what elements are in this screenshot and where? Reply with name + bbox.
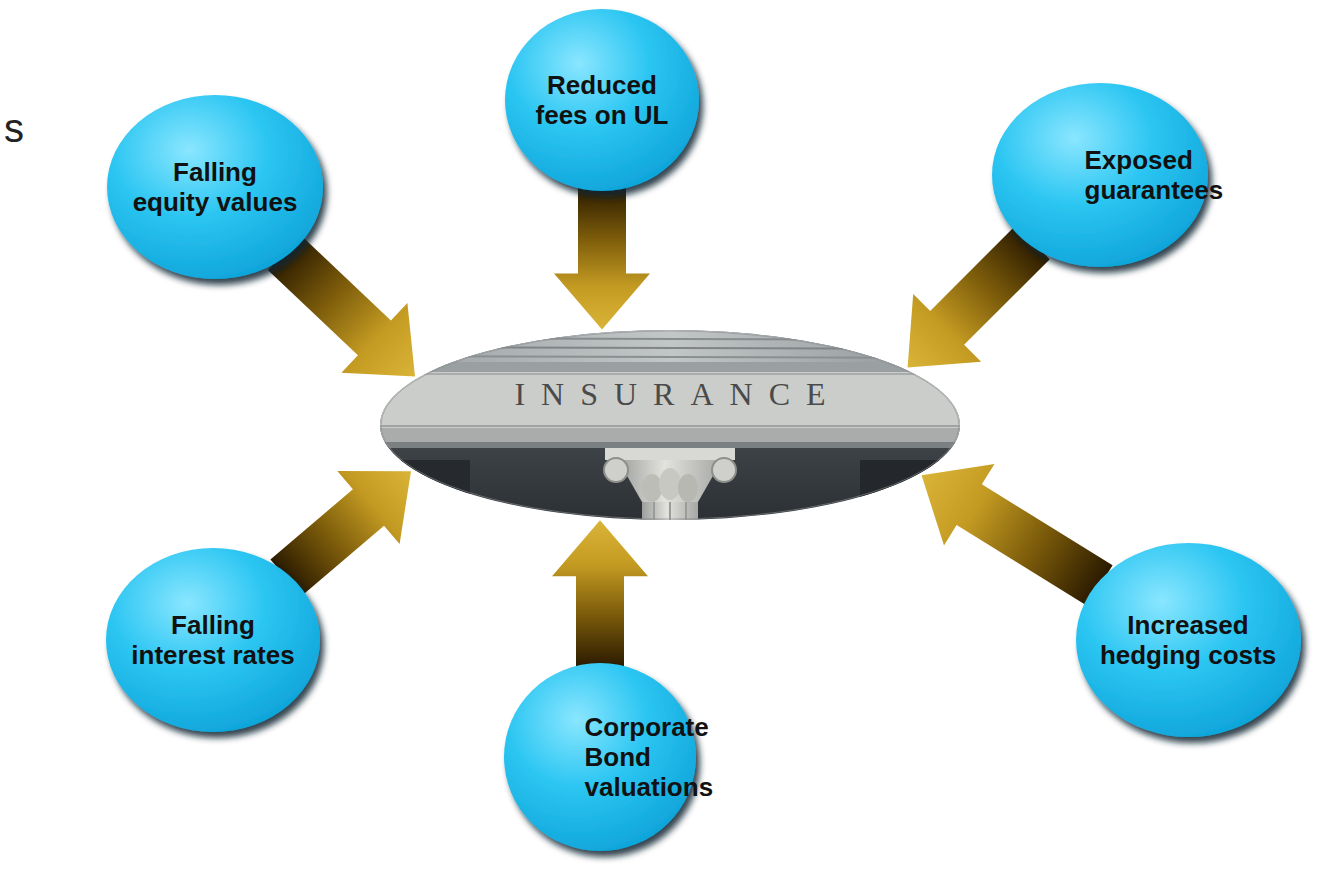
bubble-node: Falling interest rates: [100, 542, 326, 738]
bubble-ellipse: [504, 663, 696, 851]
bubble-node: Exposed guarantees: [986, 77, 1214, 273]
bubble-label: Exposed guarantees: [1085, 145, 1116, 205]
block-arrow: [922, 464, 1113, 606]
bubble-node: Reduced fees on UL: [499, 3, 705, 197]
bubble-ellipse: [107, 95, 323, 279]
bubble-label: Reduced fees on UL: [535, 70, 669, 130]
photo-ellipse-node: INSURANCE: [380, 330, 960, 520]
block-arrow: [268, 235, 415, 376]
block-arrow: [270, 471, 411, 596]
fragment-text: s: [4, 106, 24, 150]
bubble-node: Falling equity values: [101, 89, 329, 285]
engraved-lettering: INSURANCE: [380, 376, 960, 412]
bubble-node: Increased hedging costs: [1070, 537, 1307, 743]
block-arrow: [908, 225, 1050, 367]
bubble-label: Increased hedging costs: [1099, 610, 1277, 670]
block-arrow: [554, 187, 650, 330]
bubble-node: Corporate Bond valuations: [498, 657, 702, 857]
bubble-label: Falling equity values: [132, 157, 298, 217]
bubble-label: Falling interest rates: [131, 610, 296, 670]
insurance-building-photo: [380, 330, 960, 520]
bubble-ellipse: [106, 548, 320, 732]
bubble-ellipse: [1076, 543, 1301, 737]
block-arrow: [552, 520, 648, 667]
bubble-ellipse: [992, 83, 1208, 267]
bubble-label: Corporate Bond valuations: [585, 712, 616, 802]
bubble-ellipse: [505, 9, 699, 191]
